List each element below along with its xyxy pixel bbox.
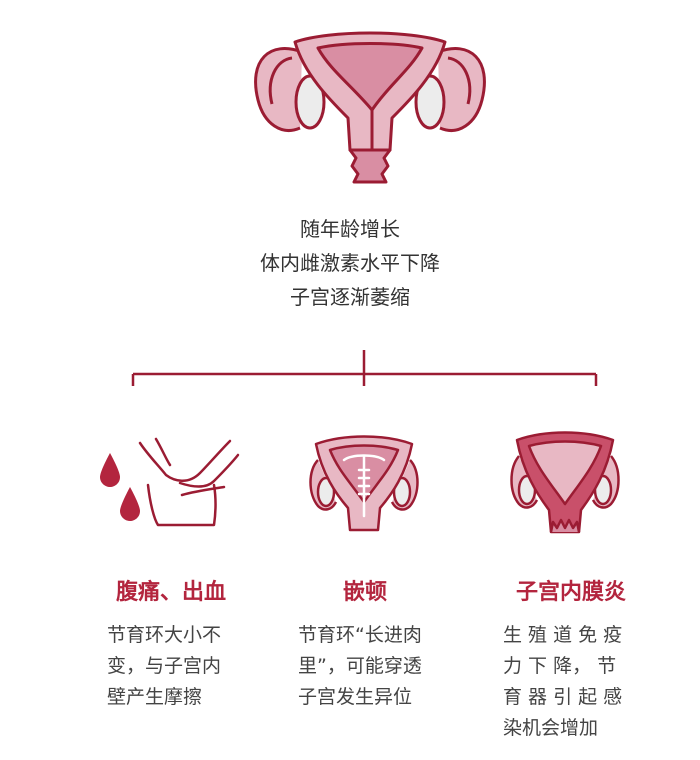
desc-line: 里”，可能穿透 <box>298 655 422 677</box>
desc-line: 子宫发生异位 <box>298 686 413 708</box>
column-desc-incarceration: 节育环“长进肉 里”，可能穿透 子宫发生异位 <box>298 620 422 713</box>
uterus-illustration-top <box>254 31 486 184</box>
desc-line: 染机会增加 <box>503 717 599 739</box>
column-desc-abdominal-pain: 节育环大小不 变，与子宫内 壁产生摩擦 <box>107 620 221 713</box>
desc-line: 育 器 引 起 感 <box>503 686 623 708</box>
desc-line: 壁产生摩擦 <box>107 686 203 708</box>
column-title-abdominal-pain: 腹痛、出血 <box>115 580 226 605</box>
desc-line: 节育环“长进肉 <box>298 624 422 646</box>
column-title-endometritis: 子宫内膜炎 <box>515 580 626 605</box>
summary-line-3: 子宫逐渐萎缩 <box>290 285 410 309</box>
summary-line-2: 体内雌激素水平下降 <box>260 251 440 275</box>
branch-connector <box>131 350 598 386</box>
summary-text: 随年龄增长 体内雌激素水平下降 子宫逐渐萎缩 <box>150 212 550 314</box>
abdominal-pain-bleeding-icon <box>100 437 240 527</box>
uterus-with-iud-icon <box>309 435 419 532</box>
blood-drop-icon <box>100 453 120 487</box>
summary-line-1: 随年龄增长 <box>300 217 400 241</box>
blood-drop-icon <box>120 487 140 521</box>
desc-line: 力 下 降， 节 <box>503 655 617 677</box>
desc-line: 变，与子宫内 <box>107 655 222 677</box>
inflamed-uterus-icon <box>510 431 620 534</box>
desc-line: 节育环大小不 <box>107 624 222 646</box>
desc-line: 生 殖 道 免 疫 <box>503 624 623 646</box>
column-title-incarceration: 嵌顿 <box>342 580 387 605</box>
iud-icon <box>342 454 386 518</box>
column-desc-endometritis: 生 殖 道 免 疫 力 下 降， 节 育 器 引 起 感 染机会增加 <box>503 620 622 744</box>
